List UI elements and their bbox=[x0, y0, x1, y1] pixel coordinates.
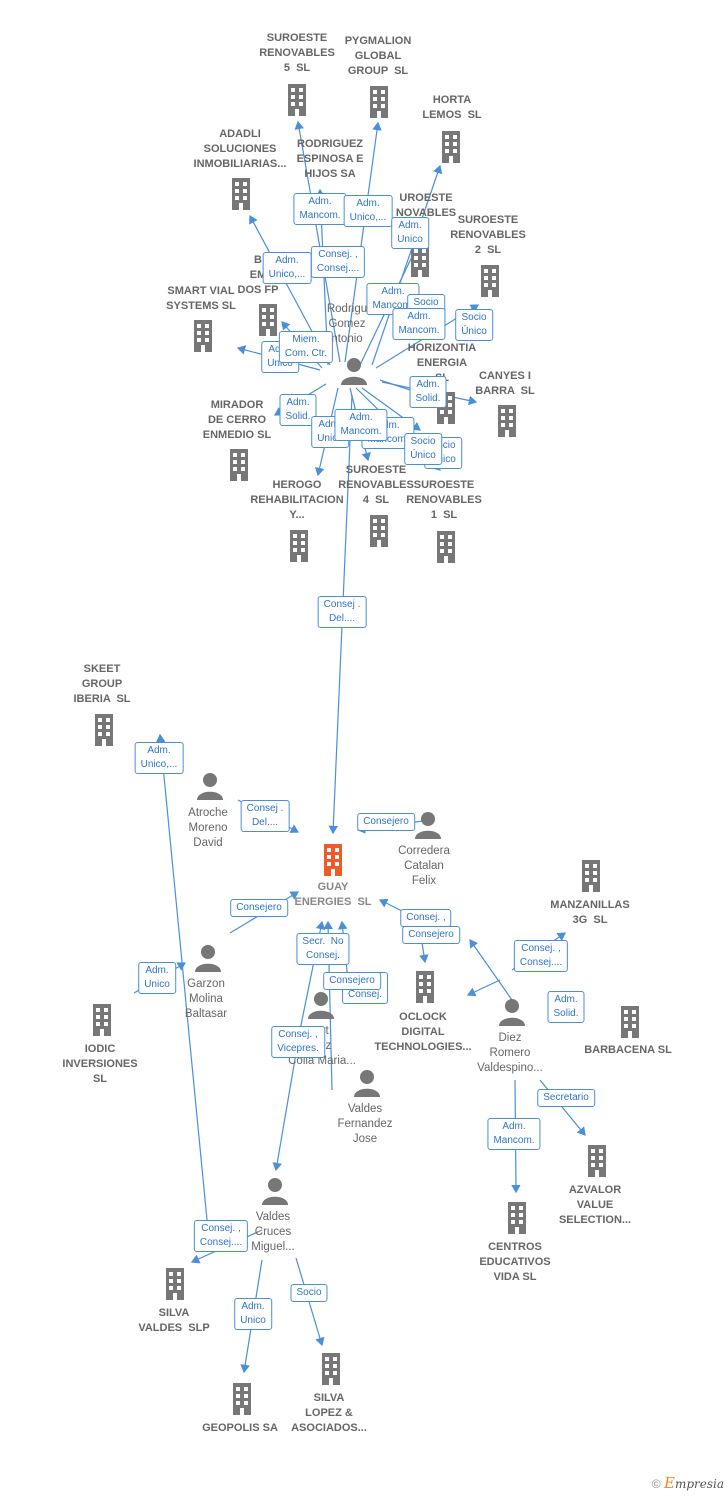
relation-tag[interactable]: Miem. Com. Ctr. bbox=[278, 331, 334, 363]
relation-tag[interactable]: Socio bbox=[290, 1284, 328, 1302]
company-label: GUAY ENERGIES SL bbox=[294, 881, 372, 908]
brand-footer: © Empresia bbox=[652, 1474, 724, 1492]
person-icon bbox=[197, 773, 223, 800]
company-label: CANYES I BARRA SL bbox=[475, 370, 535, 397]
relation-tag[interactable]: Consejero bbox=[230, 899, 288, 917]
company-label: HEROGO REHABILITACION Y... bbox=[250, 479, 344, 521]
person-label: Atroche Moreno David bbox=[188, 807, 228, 849]
relation-tag[interactable]: Socio Único bbox=[455, 309, 493, 341]
building-icon bbox=[93, 1004, 111, 1036]
person-icon bbox=[262, 1178, 288, 1205]
person-label: Diez Romero Valdespino... bbox=[477, 1032, 543, 1074]
company-label: SUROESTE RENOVABLES 2 SL bbox=[450, 214, 526, 256]
building-icon bbox=[588, 1145, 606, 1177]
relation-tag[interactable]: Adm. Unico,... bbox=[343, 195, 393, 227]
company-label: PYGMALION GLOBAL GROUP SL bbox=[344, 35, 412, 77]
person-icon bbox=[308, 992, 334, 1019]
relation-tag[interactable]: Adm. Solid. bbox=[279, 394, 317, 426]
copyright-icon: © bbox=[651, 1477, 661, 1491]
company-label: SILVA LOPEZ & ASOCIADOS... bbox=[291, 1392, 367, 1434]
building-icon bbox=[582, 860, 600, 892]
relation-tag[interactable]: Socio Único bbox=[404, 433, 442, 465]
company-label: ADADLI SOLUCIONES INMOBILIARIAS... bbox=[193, 128, 287, 170]
company-label: CENTROS EDUCATIVOS VIDA SL bbox=[479, 1241, 551, 1283]
company-label: SUROESTE RENOVABLES 4 SL bbox=[338, 464, 414, 506]
company-label: SMART VIAL SYSTEMS SL bbox=[166, 285, 236, 312]
building-icon bbox=[437, 531, 455, 563]
company-label: BARBACENA SL bbox=[584, 1044, 672, 1056]
person-icon bbox=[354, 1070, 380, 1097]
person-label: Rodrigu Gomez ntonio bbox=[326, 303, 368, 345]
person-icon bbox=[195, 945, 221, 972]
relation-tag[interactable]: Consej. , Consej.... bbox=[193, 1220, 249, 1252]
company-label: AZVALOR VALUE SELECTION... bbox=[558, 1184, 632, 1226]
relation-tag[interactable]: Consejero bbox=[357, 813, 415, 831]
brand-initial: E bbox=[663, 1474, 675, 1492]
building-icon bbox=[322, 1353, 340, 1385]
person-label: Valdes Fernandez Jose bbox=[337, 1103, 393, 1145]
relation-tag[interactable]: Adm. Unico,... bbox=[134, 742, 184, 774]
building-icon bbox=[370, 515, 388, 547]
company-label: SUROESTE RENOVABLES 5 SL bbox=[259, 32, 335, 74]
relation-tag[interactable]: Adm. Unico bbox=[391, 217, 429, 249]
relation-tag[interactable]: Consej . Del.... bbox=[317, 596, 367, 628]
building-icon bbox=[508, 1202, 526, 1234]
relation-tag[interactable]: Adm. Mancom. bbox=[293, 193, 347, 225]
relation-tag[interactable]: Adm. Unico bbox=[138, 962, 176, 994]
building-icon bbox=[233, 1383, 251, 1415]
company-label: SUROESTE RENOVABLES 1 SL bbox=[406, 479, 482, 521]
relation-tag[interactable]: Adm. Solid. bbox=[409, 376, 447, 408]
relation-tag[interactable]: Consej. , Consej.... bbox=[310, 246, 366, 278]
building-icon bbox=[442, 131, 460, 163]
relation-tag[interactable]: Adm. Mancom. bbox=[487, 1118, 541, 1150]
building-icon-main bbox=[324, 844, 342, 876]
company-label: HORTA LEMOS SL bbox=[422, 94, 482, 121]
building-icon bbox=[370, 86, 388, 118]
relation-tag[interactable]: Consej. , bbox=[400, 909, 452, 927]
brand-name: mpresia bbox=[674, 1477, 724, 1491]
building-icon bbox=[288, 84, 306, 116]
relation-tag[interactable]: Adm. Unico,... bbox=[262, 252, 312, 284]
company-label: SKEET GROUP IBERIA SL bbox=[73, 663, 131, 705]
building-icon bbox=[230, 449, 248, 481]
company-label: B EM DOS FP bbox=[237, 254, 279, 296]
relation-tag[interactable]: Adm. Solid. bbox=[547, 991, 585, 1023]
building-icon bbox=[166, 1268, 184, 1300]
relation-tag[interactable]: Adm. Unico bbox=[234, 1298, 272, 1330]
building-icon bbox=[194, 320, 212, 352]
person-label: Garzon Molina Baltasar bbox=[184, 978, 228, 1020]
relation-tag[interactable]: Consej. , Vicepres. bbox=[271, 1026, 325, 1058]
person-icon bbox=[415, 812, 441, 839]
person-label: Valdes Cruces Miguel... bbox=[251, 1211, 295, 1253]
relation-tag[interactable]: Consej. , Consej.... bbox=[513, 940, 569, 972]
building-icon bbox=[290, 530, 308, 562]
relation-tag[interactable]: Adm. Mancom. bbox=[392, 308, 446, 340]
person-label: Corredera Catalan Felix bbox=[398, 845, 450, 887]
building-icon bbox=[411, 245, 429, 277]
company-label: OCLOCK DIGITAL TECHNOLOGIES... bbox=[374, 1011, 472, 1053]
company-label: MANZANILLAS 3G SL bbox=[550, 899, 630, 926]
building-icon bbox=[232, 178, 250, 210]
relation-tag[interactable]: Consej . Del.... bbox=[240, 800, 290, 832]
relation-tag[interactable]: Consejero bbox=[402, 926, 460, 944]
building-icon bbox=[416, 971, 434, 1003]
company-label: SILVA VALDES SLP bbox=[138, 1307, 210, 1334]
building-icon bbox=[95, 714, 113, 746]
company-label: GEOPOLIS SA bbox=[202, 1422, 278, 1434]
relation-tag[interactable]: Adm. Mancom. bbox=[334, 409, 388, 441]
building-icon bbox=[259, 304, 277, 336]
company-label: MIRADOR DE CERRO ENMEDIO SL bbox=[202, 399, 272, 441]
person-icon bbox=[499, 999, 525, 1026]
building-icon bbox=[621, 1006, 639, 1038]
relation-tag[interactable]: Secr. No Consej. bbox=[296, 933, 350, 965]
company-label: IODIC INVERSIONES SL bbox=[62, 1043, 138, 1085]
relation-tag[interactable]: Secretario bbox=[537, 1089, 595, 1107]
company-label: UROESTE NOVABLES bbox=[395, 192, 457, 219]
person-icon bbox=[341, 358, 367, 385]
building-icon bbox=[481, 265, 499, 297]
company-label: RODRIGUEZ ESPINOSA E HIJOS SA bbox=[296, 138, 364, 180]
building-icon bbox=[498, 405, 516, 437]
relation-tag[interactable]: Consejero bbox=[323, 972, 381, 990]
